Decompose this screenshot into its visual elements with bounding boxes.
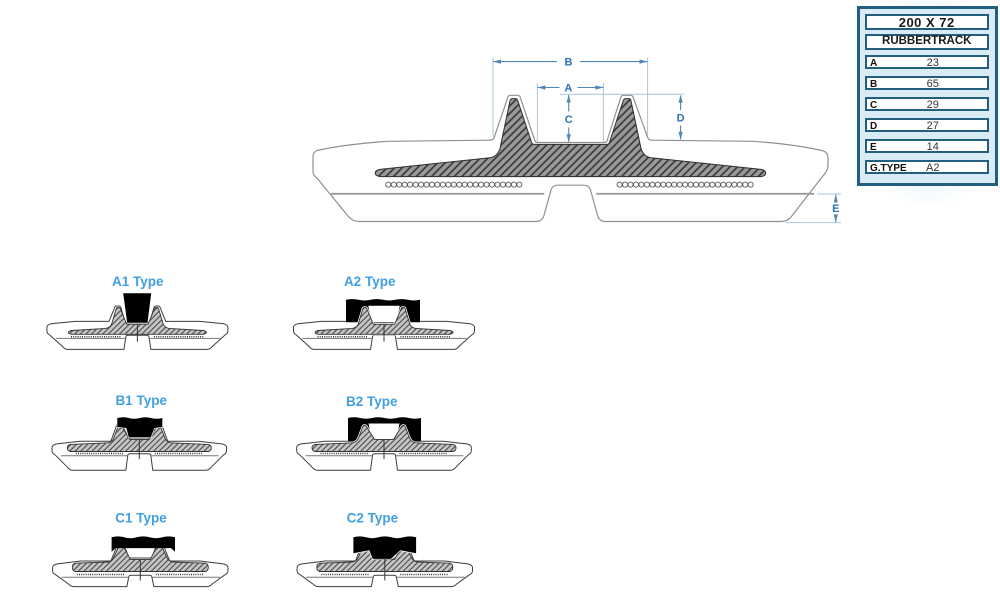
svg-text:D: D <box>677 113 685 125</box>
svg-text:B: B <box>565 57 573 69</box>
svg-text:A: A <box>564 82 572 94</box>
svg-text:B1 Type: B1 Type <box>115 393 167 408</box>
svg-text:A2 Type: A2 Type <box>344 274 396 289</box>
svg-text:A1 Type: A1 Type <box>112 274 164 289</box>
svg-text:E: E <box>832 203 839 215</box>
svg-text:B2 Type: B2 Type <box>346 394 398 409</box>
svg-text:C2 Type: C2 Type <box>347 510 399 525</box>
svg-text:C1 Type: C1 Type <box>115 510 167 525</box>
svg-text:C: C <box>565 114 573 126</box>
